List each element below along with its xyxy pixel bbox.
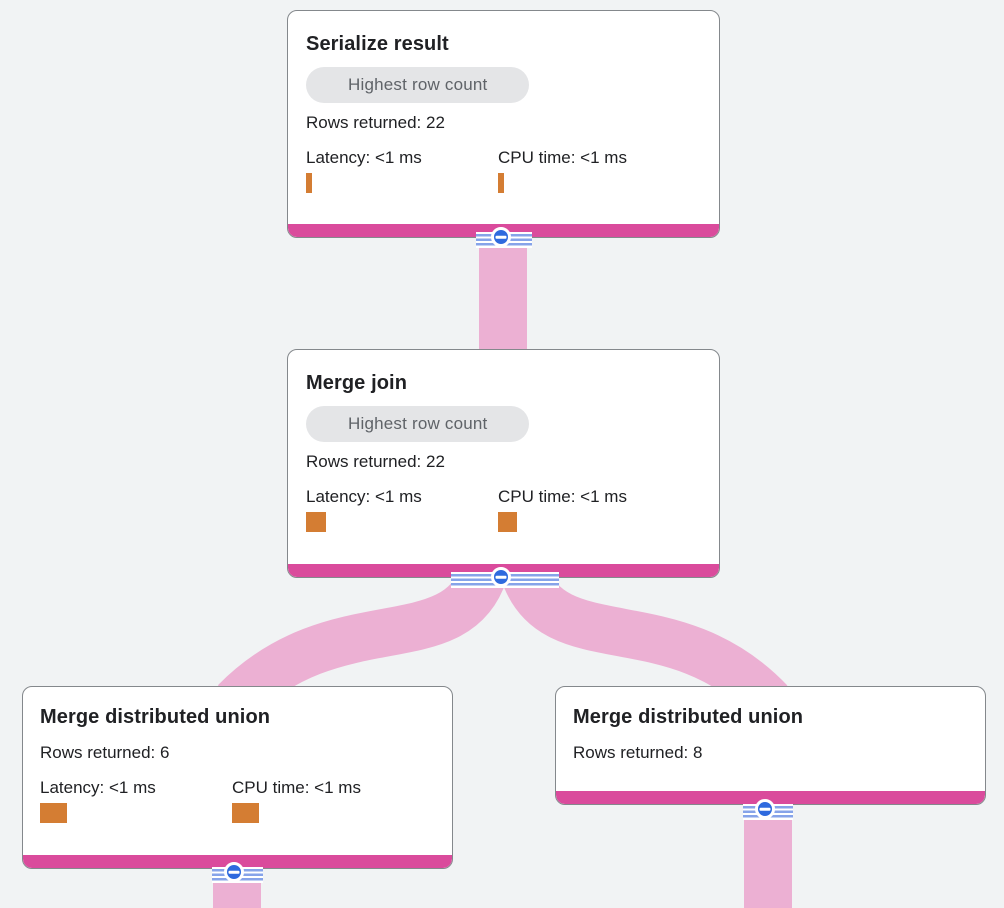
latency-bar bbox=[40, 803, 67, 823]
cpu-time-bar bbox=[498, 512, 517, 532]
minus-icon bbox=[495, 575, 507, 579]
latency-label: Latency: <1 ms bbox=[306, 487, 422, 506]
latency-label: Latency: <1 ms bbox=[40, 778, 156, 797]
node-title: Merge join bbox=[306, 372, 408, 394]
rows-returned-text: Rows returned: 22 bbox=[306, 452, 445, 471]
latency-metric: Latency: <1 ms bbox=[306, 147, 498, 193]
collapse-button-merge-distributed-union-right[interactable] bbox=[755, 799, 775, 819]
collapse-button-merge-join[interactable] bbox=[491, 567, 511, 587]
edge-merge-join-to-serialize-result bbox=[479, 228, 527, 354]
rows-returned-text: Rows returned: 8 bbox=[573, 743, 703, 762]
plan-node-merge-distributed-union-right[interactable]: Merge distributed union Rows returned: 8 bbox=[555, 686, 986, 805]
latency-bar bbox=[306, 173, 312, 193]
edge-right-union-to-merge-join bbox=[501, 563, 788, 720]
node-bottom-bar bbox=[23, 855, 452, 868]
plan-node-serialize-result[interactable]: Serialize result Highest row count Rows … bbox=[287, 10, 720, 238]
cpu-metric: CPU time: <1 ms bbox=[498, 147, 690, 193]
cpu-time-bar bbox=[498, 173, 504, 193]
latency-label: Latency: <1 ms bbox=[306, 148, 422, 167]
minus-icon bbox=[495, 235, 507, 239]
collapse-button-serialize-result[interactable] bbox=[491, 227, 511, 247]
minus-icon bbox=[228, 870, 240, 874]
cpu-metric: CPU time: <1 ms bbox=[232, 777, 424, 823]
plan-node-merge-distributed-union-left[interactable]: Merge distributed union Rows returned: 6… bbox=[22, 686, 453, 869]
minus-icon bbox=[759, 807, 771, 811]
cpu-time-label: CPU time: <1 ms bbox=[232, 778, 361, 797]
node-bottom-bar bbox=[556, 791, 985, 804]
plan-node-merge-join[interactable]: Merge join Highest row count Rows return… bbox=[287, 349, 720, 578]
cpu-metric: CPU time: <1 ms bbox=[498, 486, 690, 532]
latency-metric: Latency: <1 ms bbox=[40, 777, 232, 823]
rows-returned-text: Rows returned: 6 bbox=[40, 743, 170, 762]
latency-bar bbox=[306, 512, 326, 532]
rows-returned-text: Rows returned: 22 bbox=[306, 113, 445, 132]
collapse-button-merge-distributed-union-left[interactable] bbox=[224, 862, 244, 882]
node-title: Serialize result bbox=[306, 33, 449, 55]
cpu-time-label: CPU time: <1 ms bbox=[498, 148, 627, 167]
edge-left-union-to-merge-join bbox=[217, 563, 507, 720]
latency-metric: Latency: <1 ms bbox=[306, 486, 498, 532]
highest-row-count-badge: Highest row count bbox=[306, 406, 530, 442]
cpu-time-label: CPU time: <1 ms bbox=[498, 487, 627, 506]
metrics-row: Latency: <1 ms CPU time: <1 ms bbox=[306, 147, 701, 193]
highest-row-count-badge: Highest row count bbox=[306, 67, 530, 103]
node-title: Merge distributed union bbox=[40, 706, 271, 728]
metrics-row: Latency: <1 ms CPU time: <1 ms bbox=[40, 777, 435, 823]
cpu-time-bar bbox=[232, 803, 259, 823]
metrics-row: Latency: <1 ms CPU time: <1 ms bbox=[306, 486, 701, 532]
node-title: Merge distributed union bbox=[573, 706, 804, 728]
